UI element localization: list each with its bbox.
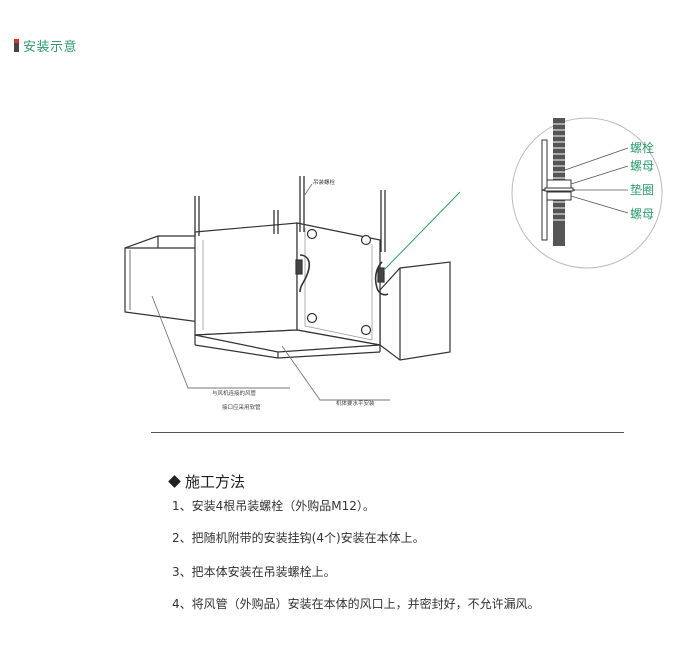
- construction-methods: 施工方法 1、安装4根吊装螺栓（外购品M12）。 2、把随机附带的安装挂钩(4个…: [168, 470, 540, 611]
- label-hanging-bolt: 吊装螺栓: [313, 178, 336, 186]
- method-step: 1、安装4根吊装螺栓（外购品M12）。: [172, 499, 375, 513]
- detail-label-nut-bottom: 螺母: [630, 207, 654, 221]
- leader-lines: [151, 183, 390, 401]
- label-duct-connect-line2: 接口应采用软管: [222, 403, 261, 411]
- label-duct-connect-line1: 与风机连接的风管: [212, 389, 257, 397]
- section-title: 安装示意: [23, 39, 78, 55]
- method-step: 4、将风管（外购品）安装在本体的风口上，并密封好，不允许漏风。: [172, 597, 540, 611]
- methods-heading: 施工方法: [168, 470, 246, 492]
- method-step: 3、把本体安装在吊装螺栓上。: [172, 565, 336, 579]
- unit-body: [194, 222, 381, 359]
- detail-leader-line: [383, 191, 461, 271]
- section-divider: [151, 432, 624, 433]
- label-body-level: 机体要水平安装: [336, 399, 375, 407]
- installation-diagram-svg: 吊装螺栓 与风机连接的风管 接口应采用软管 机体要水平安装: [124, 117, 663, 411]
- detail-label-washer: 垫圈: [630, 182, 654, 197]
- section-marker-icon: [14, 38, 19, 52]
- right-duct: [379, 261, 451, 361]
- installation-diagram: 吊装螺栓 与风机连接的风管 接口应采用软管 机体要水平安装: [0, 60, 700, 440]
- method-step: 2、把随机附带的安装挂钩(4个)安装在本体上。: [172, 531, 425, 545]
- methods-title: 施工方法: [185, 472, 246, 491]
- detail-label-bolt: 螺栓: [630, 140, 654, 155]
- hanging-bolts: [194, 176, 386, 252]
- mounting-brackets: [295, 228, 389, 336]
- diamond-bullet-icon: [168, 474, 181, 488]
- section-header: 安装示意: [14, 36, 78, 55]
- detail-circle: 螺栓 螺母 垫圈 螺母: [511, 117, 663, 269]
- detail-label-nut-top: 螺母: [630, 159, 654, 173]
